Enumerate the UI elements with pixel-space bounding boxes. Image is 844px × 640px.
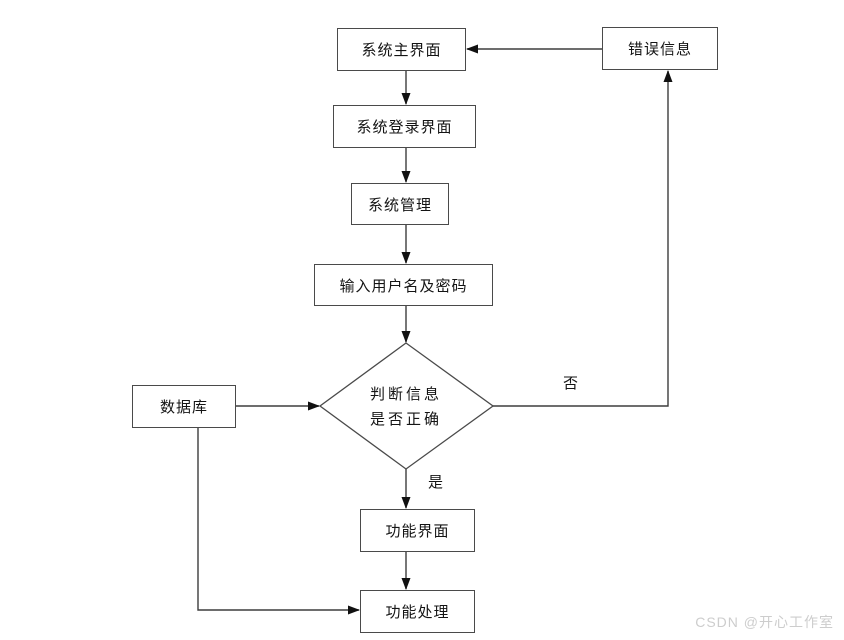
csdn-watermark: CSDN @开心工作室 [695,614,834,630]
node-database: 数据库 [132,385,236,428]
node-system-management: 系统管理 [351,183,449,225]
node-error-info: 错误信息 [602,27,718,70]
edge-database-to-function-process [197,428,360,615]
edge-decision-to-error [493,70,673,407]
edge-label-no: 否 [563,375,579,392]
node-decision-label: 判断信息 是否正确 [326,382,486,432]
node-function-process: 功能处理 [360,590,475,633]
node-main-interface: 系统主界面 [337,28,466,71]
decision-label-line2: 是否正确 [369,411,442,428]
edge-label-yes: 是 [428,474,444,491]
node-function-interface: 功能界面 [360,509,475,552]
decision-label-line1: 判断信息 [369,386,442,403]
node-login-interface: 系统登录界面 [333,105,476,148]
node-input-credentials: 输入用户名及密码 [314,264,493,306]
